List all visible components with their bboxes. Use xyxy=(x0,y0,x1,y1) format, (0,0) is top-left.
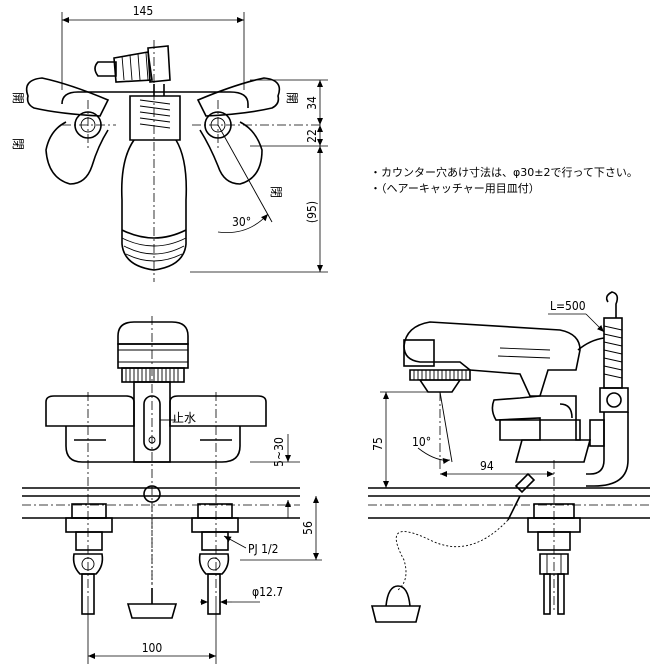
front-left-supply xyxy=(65,503,113,615)
dim-front-width: 100 xyxy=(142,641,163,655)
dim-top-angle: 30° xyxy=(232,215,251,229)
top-view: 145 xyxy=(11,4,328,282)
dim-side-angle: 10° xyxy=(412,435,431,449)
label-close-left: 閉 xyxy=(11,138,25,150)
label-stop-water: 止水 xyxy=(172,411,196,425)
dim-top-width: 145 xyxy=(133,4,154,18)
dim-top-h2: 22 xyxy=(305,129,319,143)
dim-side-reach: 94 xyxy=(480,459,494,473)
dim-hose-length: L=500 xyxy=(550,299,586,313)
note-hair-catcher: ・（ヘアーキャッチャー用目皿付） xyxy=(370,182,540,195)
label-open-left: 開 xyxy=(11,92,25,104)
label-open-right: 開 xyxy=(285,92,299,104)
dim-top-h3: (95) xyxy=(305,201,319,223)
dim-top-h1: 34 xyxy=(305,96,319,110)
note-counter-hole: ・カウンター穴あけ寸法は、φ30±2で行って下さい。 xyxy=(370,166,638,179)
dim-front-diameter: φ12.7 xyxy=(252,585,283,599)
dim-front-thread: PJ 1/2 xyxy=(248,542,279,556)
side-view: 75 10° 94 L=500 xyxy=(368,291,650,623)
top-hose xyxy=(94,45,171,96)
label-close-right: 閉 xyxy=(269,186,283,198)
dim-front-deck: 5~30 xyxy=(272,437,286,467)
dim-side-height: 75 xyxy=(371,437,385,451)
front-view: 止水 xyxy=(22,316,322,664)
spout-spring xyxy=(139,99,171,129)
dim-front-height: 56 xyxy=(301,521,315,535)
front-right-supply xyxy=(191,503,239,615)
